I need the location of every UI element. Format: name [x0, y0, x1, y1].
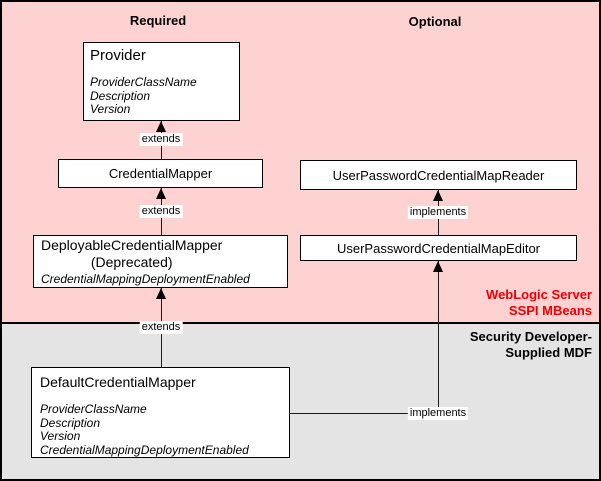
deployable-credential-mapper-title-group: DeployableCredentialMapper (Deprecated): [41, 237, 222, 271]
arrow-up-icon: [433, 190, 443, 201]
security-developer-mdf-label-line1: Security Developer-: [469, 329, 592, 344]
extends-label: extends: [139, 133, 183, 146]
weblogic-sspi-mbeans-label-line2: SSPI MBeans: [508, 303, 592, 318]
user-password-credential-map-reader-title: UserPasswordCredentialMapReader: [332, 167, 545, 183]
arrow-up-icon: [156, 188, 166, 199]
provider-attribute: Description: [90, 88, 151, 103]
region-divider: [2, 322, 599, 324]
weblogic-sspi-mbeans-label: WebLogic Server SSPI MBeans: [486, 287, 592, 319]
implements-label: implements: [407, 206, 469, 219]
credential-mapper-box: CredentialMapper: [58, 159, 263, 188]
default-credential-mapper-attribute: ProviderClassName: [40, 402, 147, 416]
provider-attribute: ProviderClassName: [90, 75, 197, 89]
user-password-credential-map-editor-box: UserPasswordCredentialMapEditor: [300, 235, 577, 261]
deployable-credential-mapper-box: DeployableCredentialMapper (Deprecated) …: [33, 235, 288, 288]
implements-line-default-horizontal: [290, 413, 438, 414]
user-password-credential-map-editor-title: UserPasswordCredentialMapEditor: [336, 240, 541, 256]
deployable-credential-mapper-title: DeployableCredentialMapper: [41, 237, 223, 253]
implements-label: implements: [407, 407, 469, 420]
implements-line-default-editor: [438, 261, 439, 413]
deployable-credential-mapper-attribute: CredentialMappingDeploymentEnabled: [41, 272, 250, 286]
default-credential-mapper-attributes: ProviderClassName Description Version Cr…: [40, 402, 281, 457]
arrow-up-icon: [156, 121, 166, 132]
default-credential-mapper-attribute: Description: [40, 415, 101, 430]
provider-attributes: ProviderClassName Description Version: [90, 75, 233, 117]
extends-label: extends: [139, 321, 183, 334]
extends-label: extends: [139, 205, 183, 218]
default-credential-mapper-attribute: Version: [40, 429, 81, 443]
weblogic-sspi-mbeans-label-line1: WebLogic Server: [486, 287, 592, 302]
required-column-header: Required: [129, 13, 187, 28]
default-credential-mapper-title: DefaultCredentialMapper: [40, 374, 196, 390]
provider-attribute: Version: [90, 102, 131, 116]
security-developer-mdf-label: Security Developer- Supplied MDF: [470, 329, 592, 361]
optional-column-header: Optional: [408, 14, 462, 29]
provider-title: Provider: [90, 47, 146, 64]
default-credential-mapper-attribute: CredentialMappingDeploymentEnabled: [40, 442, 249, 457]
security-developer-mdf-label-line2: Supplied MDF: [505, 345, 592, 360]
provider-box: Provider ProviderClassName Description V…: [83, 42, 240, 121]
arrow-up-icon: [433, 261, 443, 272]
arrow-up-icon: [156, 288, 166, 299]
credential-mapper-title: CredentialMapper: [108, 166, 213, 181]
user-password-credential-map-reader-box: UserPasswordCredentialMapReader: [300, 160, 577, 190]
default-credential-mapper-box: DefaultCredentialMapper ProviderClassNam…: [31, 367, 290, 458]
deprecated-subtitle: (Deprecated): [90, 254, 173, 270]
